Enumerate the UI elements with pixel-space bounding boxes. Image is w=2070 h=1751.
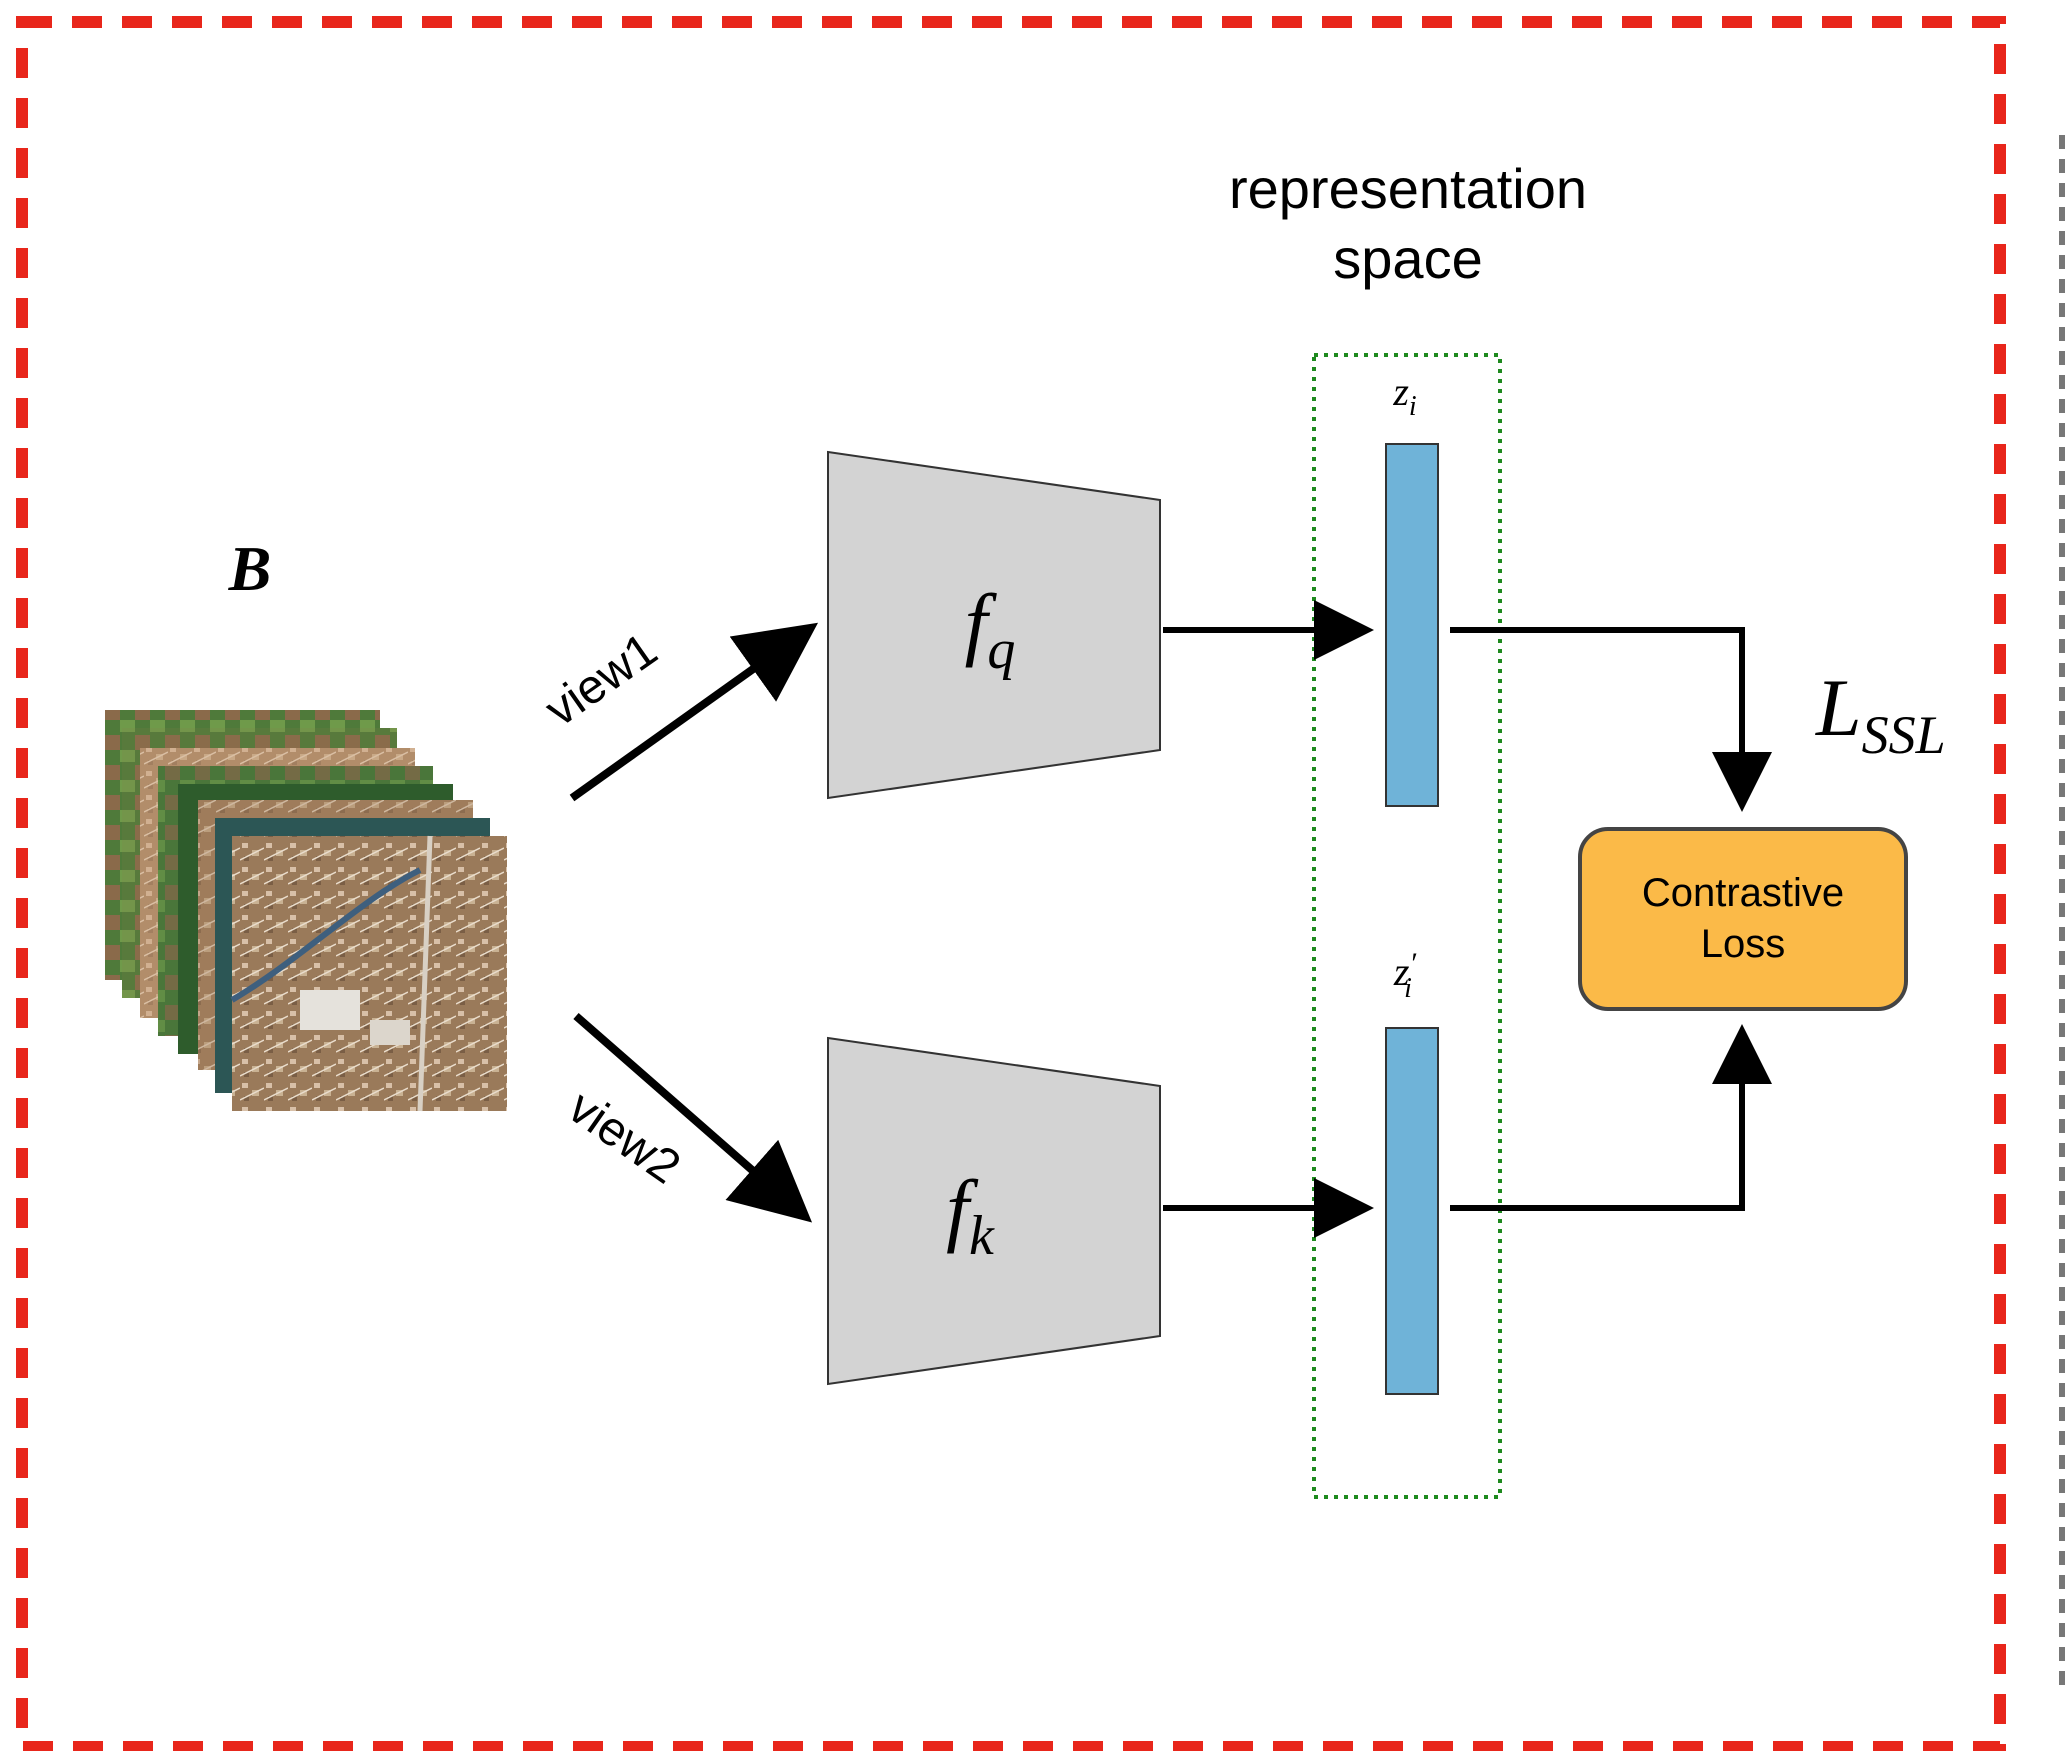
query-encoder — [827, 450, 1161, 800]
query-encoder-label: fq — [965, 577, 1016, 681]
satellite-image-stack — [105, 710, 507, 1112]
ssl-loss-symbol: LSSL — [1815, 662, 1946, 765]
representation-space-title-line2: space — [1333, 227, 1482, 290]
z-label: zi — [1392, 369, 1416, 422]
z-to-loss-arrow — [1450, 627, 1772, 812]
view1-label: view1 — [536, 623, 667, 737]
contrastive-loss-label-line1: Contrastive — [1642, 871, 1844, 915]
view1-arrow — [569, 622, 819, 802]
view2-arrow — [573, 1012, 813, 1223]
z-embedding-bar — [1385, 443, 1439, 807]
batch-label: B — [228, 533, 272, 604]
representation-space-title-line1: representation — [1229, 157, 1587, 220]
z-prime-label: z′i — [1393, 947, 1417, 1004]
contrastive-loss-label-line2: Loss — [1701, 922, 1786, 966]
z-prime-to-loss-arrow — [1450, 1024, 1772, 1211]
key-encoder — [827, 1036, 1161, 1386]
contrastive-loss-box — [1578, 827, 1908, 1011]
representation-space-box — [1312, 353, 1502, 1499]
z-prime-embedding-bar — [1385, 1027, 1439, 1395]
